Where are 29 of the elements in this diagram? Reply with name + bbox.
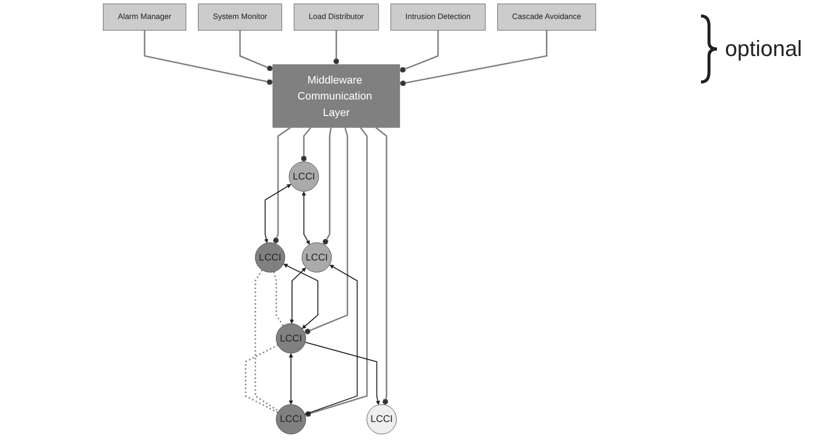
node-circle: LCCI: [276, 323, 306, 354]
connector: [254, 270, 279, 412]
node-circle: LCCI: [366, 404, 397, 434]
arrow: [288, 353, 294, 405]
connector: [333, 30, 340, 64]
note-label: optional: [725, 36, 802, 62]
connector: [322, 127, 332, 245]
connector: [304, 127, 368, 417]
arrow: [290, 268, 306, 324]
node-circle: LCCI: [288, 162, 319, 192]
arrow: [283, 264, 318, 329]
arrow: [264, 184, 292, 244]
node-circle: LCCI: [255, 242, 286, 272]
connector: [244, 344, 278, 414]
connector: [304, 127, 348, 334]
arrow: [304, 264, 358, 416]
connector: [144, 30, 273, 86]
connector: [272, 126, 291, 244]
connector: [239, 30, 274, 72]
connector: [375, 126, 388, 405]
connector: [273, 272, 284, 326]
node-circle: LCCI: [302, 242, 332, 272]
connector: [400, 30, 439, 73]
node-circle: LCCI: [276, 404, 306, 434]
arrow: [304, 342, 380, 405]
arrow: [302, 191, 310, 245]
connector: [300, 127, 312, 162]
connector: [400, 30, 548, 86]
node-box: Middleware Communication Layer: [272, 64, 400, 128]
